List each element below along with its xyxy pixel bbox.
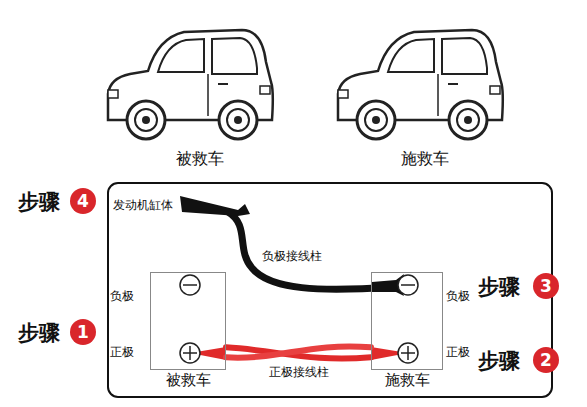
terminal <box>398 343 418 363</box>
positive-cable <box>226 346 371 358</box>
step-label: 步骤 <box>18 191 60 214</box>
part-label: 负极接线柱 <box>262 250 322 263</box>
part-label: 正极 <box>110 346 134 359</box>
callout-number: 1 <box>70 319 96 345</box>
engine-clamp <box>180 196 250 216</box>
battery-box: 施救车 <box>371 272 443 370</box>
part-label: 负极 <box>110 290 134 303</box>
battery-label: 施救车 <box>385 371 430 390</box>
terminal <box>398 275 418 295</box>
callout-number: 3 <box>533 273 559 299</box>
step-label: 步骤 <box>478 350 520 373</box>
car-figure <box>108 30 273 139</box>
terminal <box>180 275 200 295</box>
terminal <box>180 343 200 363</box>
car-figure <box>338 30 503 139</box>
step-label: 步骤 <box>478 276 520 299</box>
callout-number: 4 <box>70 188 96 214</box>
edge-label: 正极接线柱 <box>267 366 331 379</box>
part-label: 施救车 <box>401 150 449 168</box>
part-label: 发动机缸体 <box>113 199 173 212</box>
battery-box: 被救车 <box>150 272 226 370</box>
callout-number: 2 <box>533 347 559 373</box>
battery-label: 被救车 <box>166 371 211 390</box>
part-label: 被救车 <box>176 150 224 168</box>
step-label: 步骤 <box>18 322 60 345</box>
negative-cable <box>228 212 392 289</box>
panel-frame <box>108 183 552 397</box>
part-label: 正极 <box>446 346 470 359</box>
part-label: 负极 <box>446 290 470 303</box>
